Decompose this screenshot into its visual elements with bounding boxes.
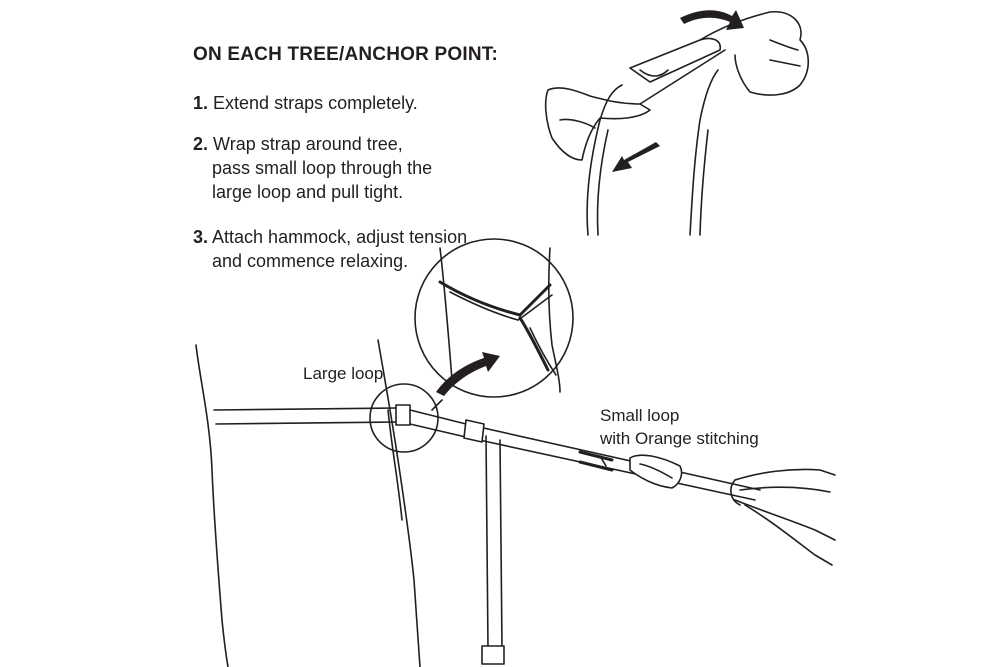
step-3: 3. Attach hammock, adjust tension and co…	[193, 225, 467, 273]
small-loop-label-line1: Small loop	[600, 406, 680, 425]
step-text: large loop and pull tight.	[212, 182, 404, 202]
arrow-down-left	[612, 142, 660, 172]
step-text: and commence relaxing.	[212, 251, 409, 271]
step-1: 1. Extend straps completely.	[193, 91, 418, 115]
step-number: 1.	[193, 93, 209, 113]
step-text: pass small loop through the	[212, 158, 433, 178]
large-loop-label: Large loop	[303, 364, 384, 383]
instructions-heading: ON EACH TREE/ANCHOR POINT:	[193, 44, 498, 65]
small-loop-label: Small loop with Orange stitching	[600, 404, 759, 450]
hands-tightening-strap-illustration	[544, 11, 810, 236]
zoom-detail-circle	[414, 238, 574, 398]
step-2: 2. Wrap strap around tree, pass small lo…	[193, 132, 432, 204]
hand-bottom-right	[730, 468, 836, 566]
zoom-arrow	[436, 352, 500, 396]
strap	[213, 404, 761, 665]
large-loop-circle	[369, 383, 439, 453]
step-number: 2.	[193, 134, 209, 154]
step-text: Wrap strap around tree,	[213, 134, 403, 154]
step-number: 3.	[193, 227, 209, 247]
arrow-curved-top	[680, 10, 744, 30]
small-loop-label-line2: with Orange stitching	[600, 429, 759, 448]
step-text: Extend straps completely.	[213, 93, 418, 113]
step-text: Attach hammock, adjust tension	[212, 227, 468, 247]
